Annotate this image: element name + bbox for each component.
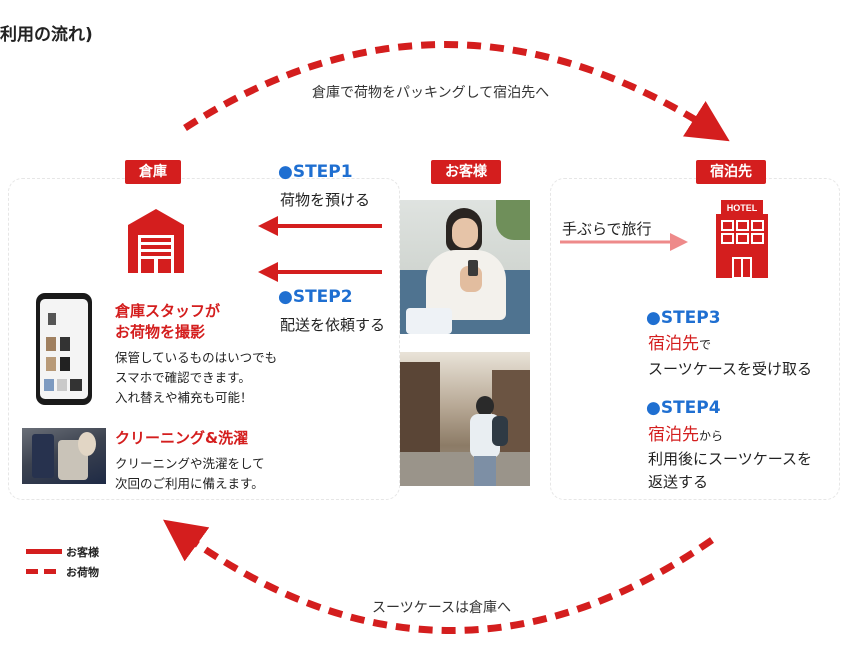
step3-hotel-highlight: 宿泊先 <box>648 334 699 354</box>
customer-phone-photo <box>400 200 530 334</box>
staff-text-line1: 保管しているものはいつでも <box>115 350 278 365</box>
bottom-dashed-arc <box>163 519 714 635</box>
legend-luggage-line <box>26 569 62 574</box>
bottom-arc-label: スーツケースは倉庫へ <box>372 600 512 616</box>
step1-arrow <box>258 216 382 236</box>
staff-heading-line2: お荷物を撮影 <box>115 323 206 341</box>
cleaning-text-line2: 次回のご利用に備えます。 <box>115 476 264 491</box>
step4-label: ●STEP4 <box>646 398 721 418</box>
smartphone-app-image <box>36 293 92 405</box>
hotel-icon-sign: HOTEL <box>727 203 758 213</box>
step2-arrow <box>258 262 382 282</box>
cleaning-photo <box>22 428 106 484</box>
cleaning-text-line1: クリーニングや洗濯をして <box>115 456 265 471</box>
step3-label: ●STEP3 <box>646 308 721 328</box>
customer-badge: お客様 <box>431 160 501 184</box>
legend-customer-label: お客様 <box>66 546 99 559</box>
legend: お客様 お荷物 <box>22 542 132 582</box>
warehouse-icon <box>124 207 188 277</box>
staff-text-line3: 入れ替えや補充も可能！ <box>115 390 253 405</box>
customer-travel-photo <box>400 352 530 486</box>
staff-heading-line1: 倉庫スタッフが <box>115 302 221 320</box>
step3-suffix: で <box>699 338 712 352</box>
top-arc-label: 倉庫で荷物をパッキングして宿泊先へ <box>312 85 550 101</box>
step4-desc-line1: 利用後にスーツケースを <box>648 450 812 468</box>
travel-label: 手ぶらで旅行 <box>562 220 652 238</box>
warehouse-panel-outline <box>8 178 400 500</box>
step4-desc-line2: 返送する <box>648 473 709 491</box>
hotel-panel-outline <box>550 178 840 500</box>
step2-desc: 配送を依頼する <box>280 316 386 334</box>
step3-desc: スーツケースを受け取る <box>648 360 812 378</box>
legend-customer-line <box>26 549 62 554</box>
step4-text-line1: 宿泊先から <box>648 424 723 447</box>
step1-desc: 荷物を預ける <box>280 191 371 209</box>
step4-hotel-highlight: 宿泊先 <box>648 425 699 445</box>
top-dashed-arc <box>183 41 730 142</box>
cleaning-heading: クリーニング&洗濯 <box>115 429 249 447</box>
staff-text-line2: スマホで確認できます。 <box>115 370 251 385</box>
hotel-icon: HOTEL <box>713 200 771 282</box>
hotel-badge: 宿泊先 <box>696 160 766 184</box>
step4-suffix: から <box>699 429 724 443</box>
page-title: 利用の流れ) <box>0 25 93 45</box>
step3-text-line1: 宿泊先で <box>648 333 711 356</box>
legend-luggage-label: お荷物 <box>66 566 99 579</box>
travel-arrow <box>560 233 688 251</box>
warehouse-badge: 倉庫 <box>125 160 181 184</box>
step1-label: ●STEP1 <box>278 162 353 182</box>
step2-label: ●STEP2 <box>278 287 353 307</box>
